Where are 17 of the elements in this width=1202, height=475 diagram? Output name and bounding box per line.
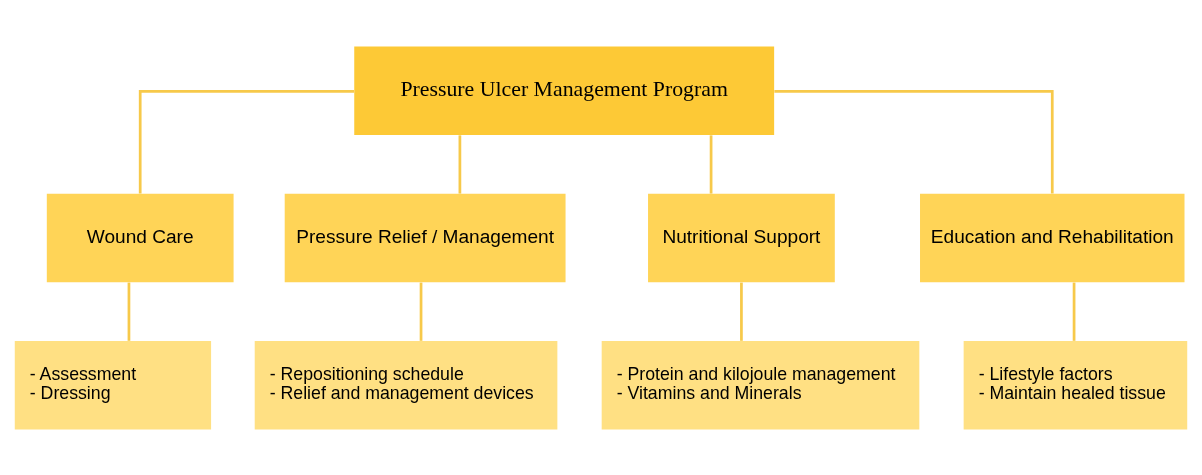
connector [709, 134, 713, 194]
connector [458, 134, 462, 194]
node-box: Nutritional Support [648, 193, 835, 282]
connector [127, 282, 131, 341]
node-box: Pressure Ulcer Management Program [354, 45, 775, 135]
connector [1072, 282, 1076, 341]
node-box: - Repositioning schedule - Relief and management devices [254, 340, 558, 430]
connector [138, 89, 355, 194]
node-box: Wound Care [46, 193, 234, 282]
connector [774, 89, 1054, 194]
node-box: Education and Rehabilitation [920, 193, 1185, 282]
node-box: - Lifestyle factors - Maintain healed tissue [963, 340, 1188, 430]
connector [740, 282, 743, 341]
connector [419, 282, 423, 341]
node-box: - Protein and kilojoule management - Vitamins and Minerals [601, 340, 920, 430]
node-box: - Assessment - Dressing [14, 340, 212, 430]
node-box: Pressure Relief / Management [284, 193, 566, 282]
